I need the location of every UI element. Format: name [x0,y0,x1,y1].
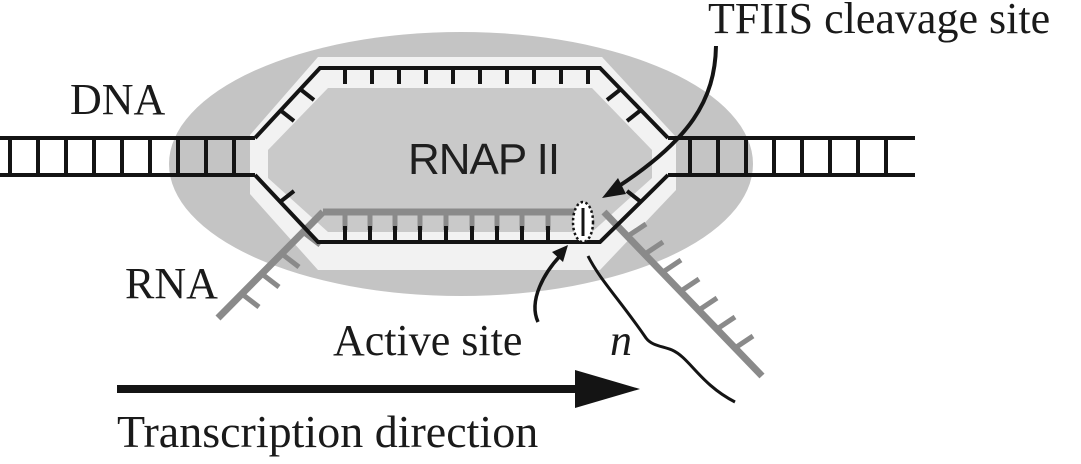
direction-arrowhead [575,370,640,408]
active-site-arrowhead [552,245,568,262]
dna-single-strand-bases [278,68,643,242]
tfiis-cleavage-site-label: TFIIS cleavage site [708,0,1050,43]
tfiis-arrow-line [614,45,718,190]
n-label: n [610,316,632,365]
active-site-label: Active site [333,316,522,365]
dna-base-pairs [8,138,888,175]
n-brace [586,255,736,404]
dna-label: DNA [70,75,166,124]
dna-template-strand [253,173,670,244]
rna-label: RNA [125,259,218,308]
transcription-direction-label: Transcription direction [117,406,538,457]
dna [0,66,915,244]
bubble-interior [268,88,652,232]
active-site-arrow-line [533,254,562,323]
dna-nontemplate-strand [253,66,670,140]
rnap-ii-label: RNAP II [408,135,559,184]
tfiis-arrowhead [602,178,626,198]
